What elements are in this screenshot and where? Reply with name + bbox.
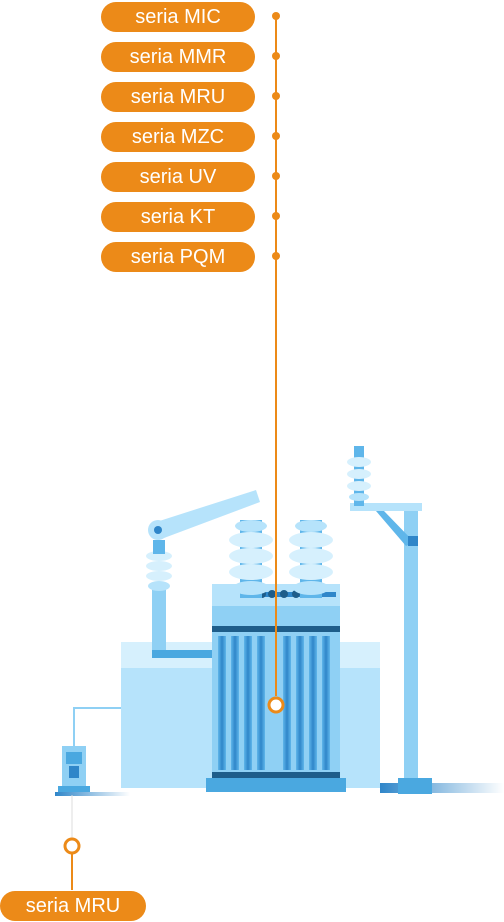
- bushing-left: [229, 520, 273, 598]
- cooling-fins: [218, 636, 330, 770]
- right-pole: [347, 446, 432, 794]
- series-mic-button[interactable]: seria MIC: [101, 2, 255, 32]
- ground-connector-ring: [63, 837, 81, 855]
- connector-dots: [272, 12, 280, 260]
- top-cable: [244, 592, 336, 597]
- disconnector-switch: [146, 490, 260, 658]
- transformer-base: [206, 778, 346, 792]
- meter-device: [58, 707, 121, 792]
- series-pqm-button[interactable]: seria PQM: [101, 242, 255, 272]
- bushing-right: [289, 520, 333, 598]
- ground-shadow-right: [380, 783, 504, 793]
- series-kt-button[interactable]: seria KT: [101, 202, 255, 232]
- series-uv-button[interactable]: seria UV: [101, 162, 255, 192]
- series-mmr-button[interactable]: seria MMR: [101, 42, 255, 72]
- ground-series-mru-button[interactable]: seria MRU: [0, 891, 146, 921]
- ground-shadow-left: [55, 792, 130, 796]
- tank-right-top: [338, 642, 380, 668]
- top-connector-ring: [267, 696, 285, 714]
- series-mzc-button[interactable]: seria MZC: [101, 122, 255, 152]
- series-mru-button[interactable]: seria MRU: [101, 82, 255, 112]
- transformer-dark-band-bottom: [212, 772, 340, 778]
